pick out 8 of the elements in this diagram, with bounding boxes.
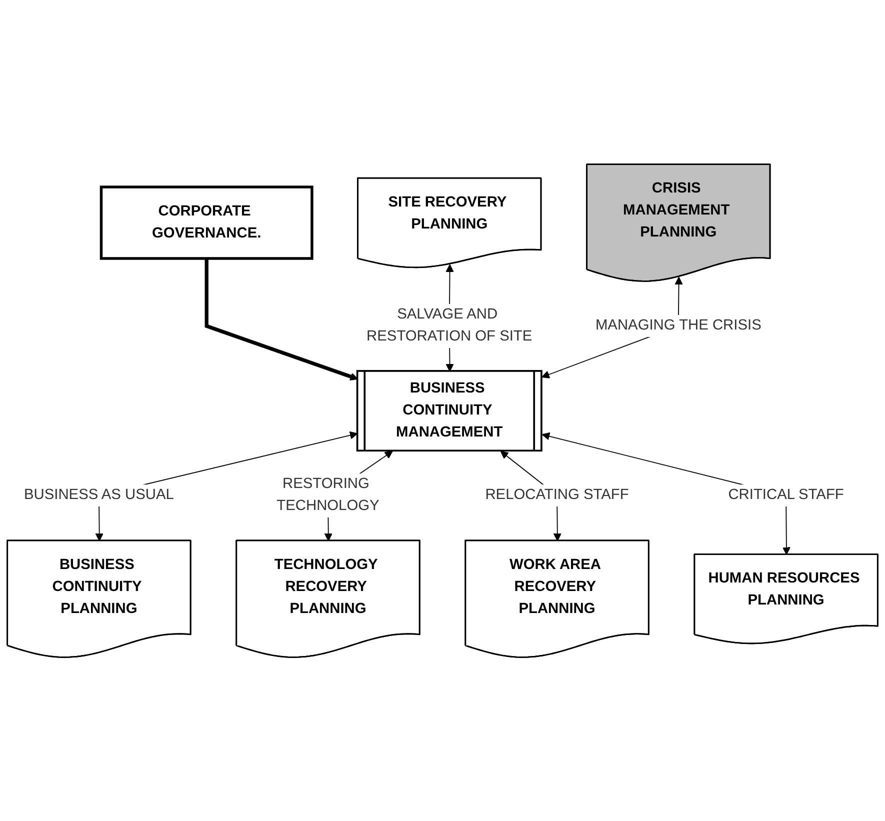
edge-label: BUSINESS AS USUAL [24,486,174,503]
edge-label: MANAGING THE CRISIS [595,318,762,334]
node-box: CORPORATE GOVERNANCE. [100,185,314,260]
edge-label: RESTORING TECHNOLOGY [276,476,380,514]
edge-label: CRITICAL STAFF [728,486,844,503]
arrow [204,258,358,380]
edge-label: RELOCATING STAFF [485,486,629,503]
edge-label: SALVAGE AND RESTORATION OF SITE [366,306,532,344]
